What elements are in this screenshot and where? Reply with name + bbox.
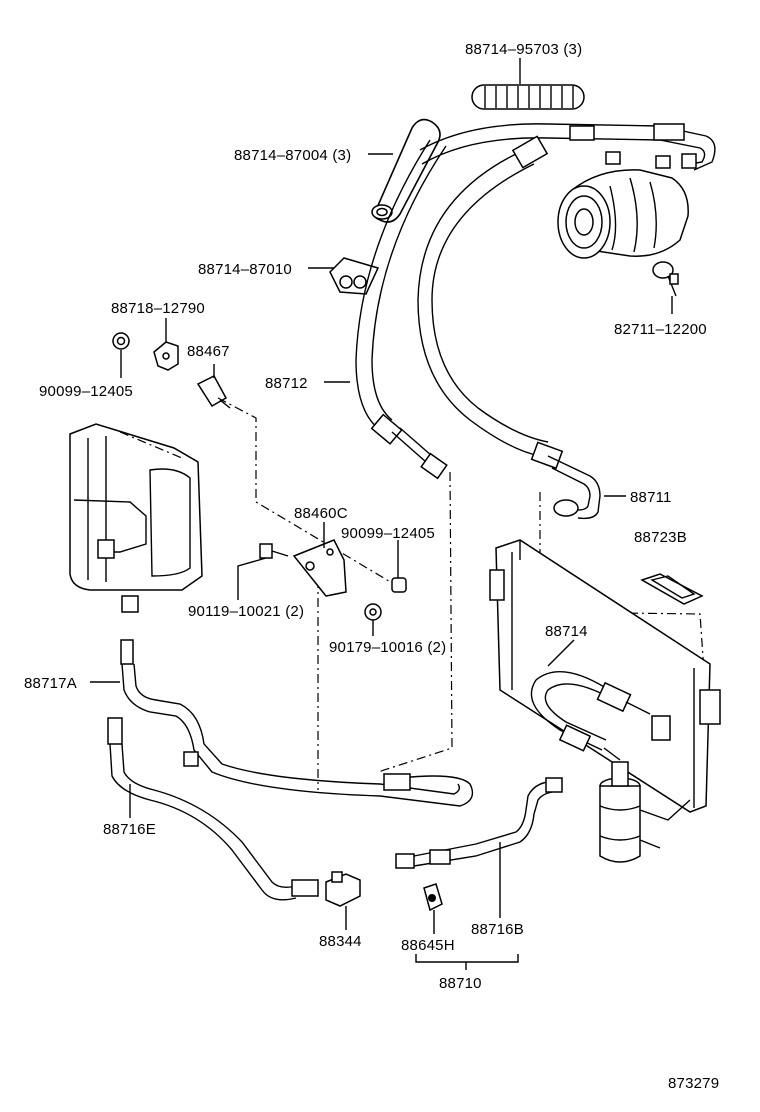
part-label-88714-87004: 88714–87004 (3): [234, 147, 351, 164]
insulation-sleeve-icon: [471, 84, 585, 110]
part-label-90099-12405: 90099–12405: [39, 383, 133, 400]
part-label-88714-95703: 88714–95703 (3): [465, 41, 582, 58]
part-label-88645h: 88645H: [401, 937, 455, 954]
pipe-88716b-icon: [395, 777, 563, 869]
evaporator-icon: [69, 423, 203, 613]
part-label-88710: 88710: [439, 975, 482, 992]
part-label-88460c: 88460C: [294, 505, 348, 522]
nut-icon: [391, 577, 407, 593]
clamp-icon: [652, 261, 679, 297]
condenser-icon: [489, 539, 721, 813]
part-label-88711: 88711: [630, 489, 672, 506]
thermistor-icon: [196, 375, 231, 409]
part-label-90099-12405-b: 90099–12405: [341, 525, 435, 542]
guide-line: [377, 471, 453, 773]
part-label-88723b: 88723B: [634, 529, 687, 546]
part-label-88344: 88344: [319, 933, 362, 950]
part-label-90119-10021: 90119–10021 (2): [188, 603, 304, 620]
figure-number: 873279: [668, 1075, 719, 1092]
leader-line: [237, 557, 267, 600]
part-label-82711-12200: 82711–12200: [614, 321, 707, 338]
discharge-pipe-icon: [547, 455, 601, 520]
leader-line: [547, 639, 575, 667]
receiver-dryer-icon: [599, 761, 691, 863]
pipe-88717a-icon: [120, 639, 474, 807]
compressor-icon: [557, 151, 689, 259]
expansion-valve-icon: [325, 871, 361, 907]
part-label-88716e: 88716E: [103, 821, 156, 838]
bracket-icon: [292, 539, 347, 597]
part-label-88718-12790: 88718–12790: [111, 300, 205, 317]
condenser-seal-icon: [640, 573, 704, 605]
group-bracket: [415, 954, 519, 963]
grommet-icon: [329, 257, 380, 295]
part-label-88467: 88467: [187, 343, 230, 360]
fitting-icon: [569, 123, 697, 169]
suction-hose-icon: [355, 135, 564, 480]
liquid-hose-icon: [530, 671, 671, 761]
guide-line: [539, 492, 707, 701]
pipe-88716e-icon: [107, 717, 319, 901]
nut-icon: [364, 603, 382, 621]
part-label-88717a: 88717A: [24, 675, 77, 692]
nut-icon: [112, 332, 130, 350]
part-label-88714: 88714: [545, 623, 588, 640]
part-label-88716b: 88716B: [471, 921, 524, 938]
part-label-88712: 88712: [265, 375, 308, 392]
bolt-icon: [259, 543, 289, 559]
pressure-switch-icon: [423, 883, 443, 912]
part-label-90179-10016: 90179–10016 (2): [329, 639, 446, 656]
part-label-88714-87010: 88714–87010: [198, 261, 292, 278]
bracket-clip-icon: [153, 341, 179, 371]
